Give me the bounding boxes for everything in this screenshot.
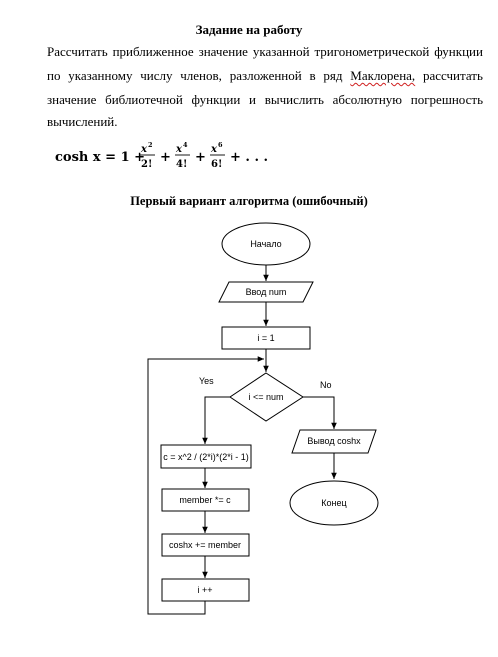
- formula-term3-numerator: x: [210, 144, 218, 155]
- word: функции: [434, 44, 483, 59]
- task-text-line-4: вычислений.: [47, 114, 118, 129]
- word: членов,: [180, 68, 222, 83]
- word: и: [249, 92, 256, 107]
- output-label: Вывод coshx: [307, 436, 361, 446]
- formula-term2-numerator: x: [175, 144, 183, 155]
- formula-term3-exponent: 6: [218, 141, 223, 149]
- output-parallelogram: [291, 429, 377, 454]
- task-text-line-1: Рассчитать приближенное значение указанн…: [47, 44, 483, 60]
- input-parallelogram: [218, 281, 314, 303]
- word: в: [309, 68, 316, 83]
- word: приближенное: [112, 44, 194, 59]
- start-label: Начало: [250, 239, 281, 249]
- word: функции: [191, 92, 241, 107]
- init-label: i = 1: [257, 333, 274, 343]
- word: указанному: [68, 68, 133, 83]
- word: вычислить: [264, 92, 324, 107]
- no-label: No: [320, 380, 332, 390]
- formula-lhs: cosh x = 1 +: [55, 150, 145, 165]
- word: абсолютную: [332, 92, 403, 107]
- end-label: Конец: [321, 498, 346, 508]
- yes-branch-arrow: [202, 396, 230, 444]
- formula-term3-denominator: 6!: [211, 159, 222, 170]
- formula-term2-denominator: 4!: [176, 159, 187, 170]
- formula-term1-numerator: x: [140, 144, 148, 155]
- formula-plus: +: [195, 150, 206, 165]
- word: тригонометрической: [314, 44, 430, 59]
- task-title: Задание на работу: [195, 22, 303, 37]
- word: библиотечной: [105, 92, 183, 107]
- word: погрешность: [410, 92, 483, 107]
- word: значение: [47, 92, 97, 107]
- formula-term2-exponent: 4: [183, 141, 188, 149]
- condition-diamond: [229, 372, 304, 422]
- start-terminator: [221, 222, 311, 266]
- no-branch-arrow: [303, 396, 337, 429]
- word: значение: [198, 44, 248, 59]
- step-box-coshx: [161, 533, 250, 557]
- word: по: [47, 68, 61, 83]
- condition-label: i <= num: [248, 392, 283, 402]
- task-text-line-3: значение библиотечной функции и вычислит…: [47, 92, 483, 108]
- variant-title: Первый вариант алгоритма (ошибочный): [130, 194, 368, 208]
- formula-term1-exponent: 2: [148, 141, 153, 149]
- step-box-member: [161, 488, 250, 512]
- input-label: Ввод num: [246, 287, 287, 297]
- step-label: i ++: [197, 585, 212, 595]
- step-label: member *= c: [179, 495, 231, 505]
- step-box-compute-c: [160, 444, 252, 469]
- word: числу: [140, 68, 173, 83]
- spellcheck-flagged-word[interactable]: Маклорена,: [350, 68, 416, 83]
- task-text-line-2: по указанному числу членов, разложенной …: [47, 68, 483, 84]
- step-label: c = x^2 / (2*i)*(2*i - 1): [163, 452, 249, 462]
- word: Рассчитать: [47, 44, 108, 59]
- step-label: coshx += member: [169, 540, 241, 550]
- word: рассчитать: [422, 68, 483, 83]
- yes-label: Yes: [199, 376, 214, 386]
- word: указанной: [252, 44, 310, 59]
- end-terminator: [289, 480, 379, 526]
- word: ряд: [323, 68, 343, 83]
- formula-term1-denominator: 2!: [141, 159, 152, 170]
- formula-tail: + . . .: [230, 150, 268, 165]
- word: разложенной: [229, 68, 302, 83]
- init-process-box: [221, 326, 311, 350]
- maclaurin-formula: cosh x = 1 + x 2 2! + x 4 4! + x 6 6! + …: [55, 141, 268, 170]
- step-box-increment: [161, 578, 250, 602]
- formula-plus: +: [160, 150, 171, 165]
- loop-back-arrow: [147, 356, 264, 615]
